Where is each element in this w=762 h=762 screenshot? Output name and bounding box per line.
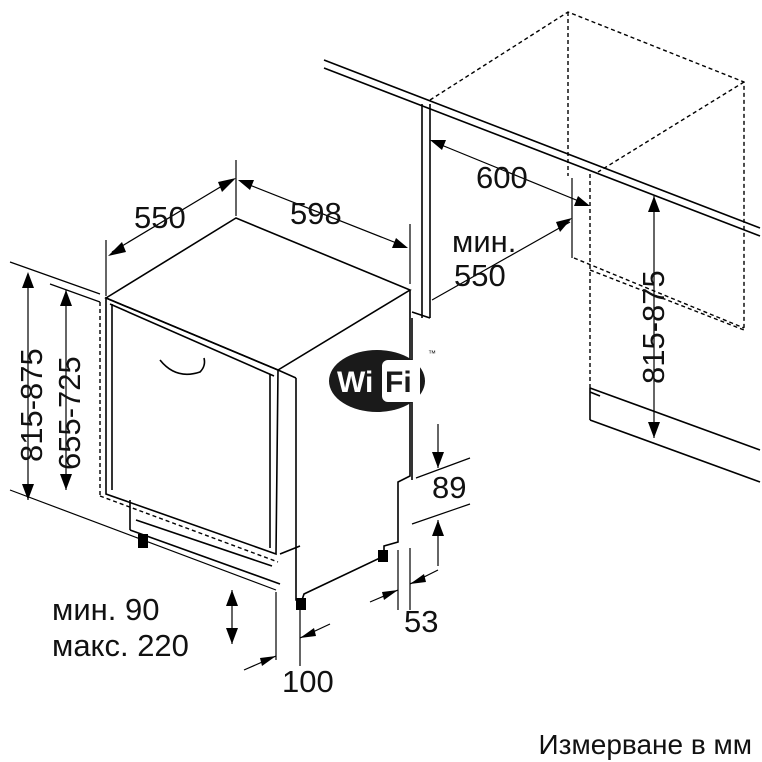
- niche-height-label: 815-875: [636, 270, 671, 384]
- wifi-badge-left: Wi: [337, 366, 373, 399]
- toekick-step-label: 89: [432, 470, 466, 505]
- base-height-min-label: мин. 90: [52, 592, 159, 627]
- dim-appliance-depth: 550: [105, 160, 237, 296]
- appliance-depth-label: 550: [134, 200, 186, 235]
- dim-base-height: мин. 90 макс. 220: [52, 590, 238, 663]
- dim-appliance-height: 815-875: [9, 261, 277, 591]
- cabinet-niche: [323, 11, 761, 483]
- niche-depth-min-label: мин.: [452, 224, 516, 259]
- dim-toekick-offset: 100: [243, 592, 334, 699]
- cabinet-width-label: 600: [476, 160, 528, 195]
- dim-niche-depth: мин. 550: [431, 178, 573, 301]
- appliance-width-label: 598: [290, 196, 342, 231]
- niche-depth-value: 550: [454, 258, 506, 293]
- dim-niche-height: 815-875: [636, 196, 671, 438]
- dim-appliance-width: 598: [238, 180, 411, 284]
- appliance-height-label: 815-875: [14, 348, 49, 462]
- toekick-offset-label: 100: [282, 664, 334, 699]
- dim-toekick-depth: 53: [369, 548, 438, 639]
- dim-toekick-step: 89: [411, 424, 471, 566]
- dim-cabinet-width: 600: [430, 140, 590, 206]
- base-height-max-label: макс. 220: [52, 628, 189, 663]
- units-caption: Измерване в мм: [539, 729, 752, 760]
- dishwasher-body: [99, 217, 412, 610]
- wifi-badge-right: Fi: [385, 366, 412, 399]
- toekick-depth-label: 53: [404, 604, 438, 639]
- wifi-trademark: ™: [428, 349, 436, 358]
- wifi-badge: Wi Fi ™: [329, 349, 436, 412]
- dim-door-height: 655-725: [49, 283, 101, 490]
- door-height-label: 655-725: [52, 356, 87, 470]
